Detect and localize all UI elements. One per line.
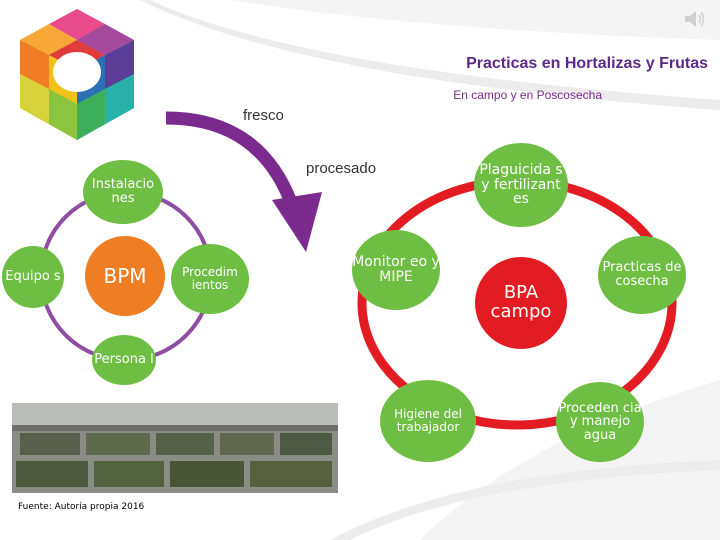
bpa-node-practicas-cosecha: Practicas de cosecha [598, 236, 686, 314]
seedling-trays-photo [12, 403, 338, 493]
bpm-node-personal-label: Persona l [94, 353, 153, 367]
bpm-center-label: BPM [103, 266, 146, 287]
bpa-node-plaguicidas: Plaguicida s y fertilizant es [474, 143, 568, 227]
bpm-node-procedimientos-label: Procedim ientos [171, 266, 249, 291]
bpa-node-higiene: Higiene del trabajador [380, 380, 476, 462]
bpa-center-label: BPA campo [475, 284, 567, 322]
bpa-node-higiene-label: Higiene del trabajador [380, 408, 476, 433]
bpm-node-instalaciones-label: Instalacio nes [83, 178, 163, 205]
bpm-node-personal: Persona l [92, 335, 156, 385]
bpm-node-equipos-label: Equipo s [5, 270, 60, 284]
bpm-center-node: BPM [85, 236, 165, 316]
bpa-node-monitoreo: Monitor eo y MIPE [352, 230, 440, 310]
bpa-node-procedencia-agua: Proceden cia y manejo agua [556, 382, 644, 462]
logo-cube-icon [12, 4, 142, 144]
bpm-node-instalaciones: Instalacio nes [83, 160, 163, 224]
bpa-node-procedencia-agua-label: Proceden cia y manejo agua [556, 402, 644, 443]
slide-title: Practicas en Hortalizas y Frutas [360, 55, 708, 73]
speaker-icon[interactable] [683, 9, 707, 29]
slide-subtitle: En campo y en Poscosecha [380, 88, 602, 102]
bpm-node-procedimientos: Procedim ientos [171, 244, 249, 314]
bpa-center-node: BPA campo [475, 257, 567, 349]
bpa-node-plaguicidas-label: Plaguicida s y fertilizant es [474, 163, 568, 207]
bpa-node-monitoreo-label: Monitor eo y MIPE [352, 255, 440, 284]
photo-caption: Fuente: Autoría propia 2016 [18, 502, 144, 512]
bpm-node-equipos: Equipo s [2, 246, 64, 308]
bpa-node-practicas-cosecha-label: Practicas de cosecha [598, 261, 686, 288]
